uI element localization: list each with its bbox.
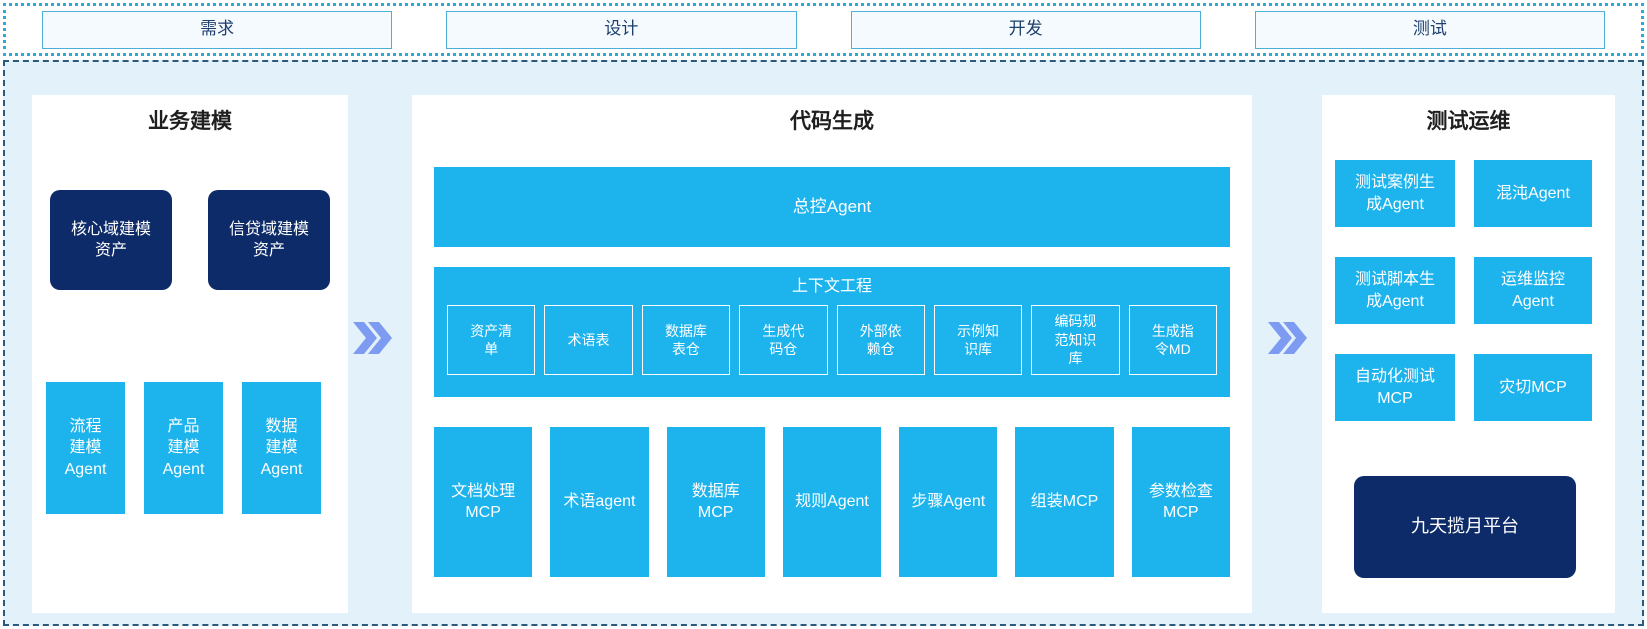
phase-label: 需求 (200, 19, 235, 39)
phase-strip: 需求 设计 开发 测试 (3, 3, 1644, 56)
phase-label: 测试 (1412, 19, 1447, 39)
phase-label: 开发 (1008, 19, 1043, 39)
terminology-agent-box: 术语agent (550, 427, 649, 577)
test-operations-title: 测试运维 (1426, 110, 1511, 133)
box-label: 数据库 MCP (691, 482, 740, 521)
parameter-check-mcp-box: 参数检查 MCP (1131, 427, 1230, 577)
box-label: 测试案例生 成Agent (1354, 174, 1435, 213)
phase-box-requirements: 需求 (42, 10, 393, 49)
test-script-generation-agent-box: 测试脚本生 成Agent (1335, 257, 1455, 324)
asset-list-box: 资产清 单 (447, 305, 536, 376)
box-label: 九天揽月平台 (1411, 516, 1519, 537)
box-label: 混沌Agent (1496, 184, 1570, 202)
box-label: 参数检查 MCP (1148, 482, 1213, 521)
phase-label: 设计 (604, 19, 639, 39)
phase-box-development: 开发 (850, 10, 1201, 49)
business-modeling-title: 业务建模 (148, 110, 232, 133)
double-chevron-right-icon (353, 322, 392, 354)
coding-standard-knowledge-base-box: 编码规 范知识 库 (1031, 305, 1120, 376)
panel-code-generation: 代码生成 总控Agent 上下文工程 资产清 单 术语表 数据库 表仓 (412, 95, 1252, 613)
box-label: 运维监控 Agent (1500, 271, 1565, 310)
box-label: 规则Agent (795, 493, 869, 511)
database-mcp-box: 数据库 MCP (666, 427, 765, 577)
box-label: 外部依 赖仓 (859, 322, 902, 358)
double-chevron-right-icon (1268, 322, 1307, 354)
jiutian-lanyue-platform-box: 九天揽月平台 (1354, 476, 1576, 578)
assembly-mcp-box: 组装MCP (1015, 427, 1114, 577)
panel-test-operations: 测试运维 测试案例生 成Agent 混沌Agent 测试脚本生 成Agent 运… (1322, 95, 1615, 613)
automated-testing-mcp-box: 自动化测试 MCP (1335, 354, 1455, 421)
external-dependency-repo-box: 外部依 赖仓 (836, 305, 925, 376)
box-label: 产品 建模 Agent (162, 418, 205, 478)
core-domain-assets-box: 核心域建模 资产 (50, 190, 172, 290)
master-control-agent-bar: 总控Agent (434, 167, 1230, 247)
context-item-row: 资产清 单 术语表 数据库 表仓 生成代 码仓 外部依 赖仓 (434, 297, 1230, 376)
rule-agent-box: 规则Agent (782, 427, 882, 577)
box-label: 编码规 范知识 库 (1054, 313, 1097, 367)
phase-box-design: 设计 (446, 10, 797, 49)
business-agent-row: 流程 建模 Agent 产品 建模 Agent 数据 建模 Agent (46, 382, 321, 514)
box-label: 术语agent (563, 493, 636, 511)
context-engineering-section: 上下文工程 资产清 单 术语表 数据库 表仓 生成代 码仓 外部 (434, 267, 1230, 397)
box-label: 测试脚本生 成Agent (1354, 271, 1435, 310)
box-label: 资产清 单 (470, 322, 513, 358)
box-label: 组装MCP (1030, 493, 1099, 511)
ops-monitoring-agent-box: 运维监控 Agent (1474, 257, 1592, 324)
product-modeling-agent-box: 产品 建模 Agent (144, 382, 223, 514)
step-agent-box: 步骤Agent (899, 427, 998, 577)
main-band: 业务建模 核心域建模 资产 信贷域建模 资产 流程 建模 Agent 产品 建模… (3, 60, 1644, 626)
tool-row: 文档处理 MCP 术语agent 数据库 MCP 规则Agent 步骤Agent… (434, 427, 1230, 577)
box-label: 核心域建模 资产 (70, 220, 151, 259)
box-label: 数据 建模 Agent (260, 418, 303, 478)
business-asset-row: 核心域建模 资产 信贷域建模 资产 (50, 190, 330, 290)
box-label: 总控Agent (792, 196, 872, 216)
code-generation-title: 代码生成 (790, 110, 874, 133)
panel-business-modeling: 业务建模 核心域建模 资产 信贷域建模 资产 流程 建模 Agent 产品 建模… (32, 95, 348, 613)
generation-instruction-md-box: 生成指 令MD (1128, 305, 1217, 376)
glossary-box: 术语表 (544, 305, 633, 376)
box-label: 术语表 (567, 331, 610, 348)
credit-domain-assets-box: 信贷域建模 资产 (208, 190, 330, 290)
process-modeling-agent-box: 流程 建模 Agent (46, 382, 125, 514)
test-case-generation-agent-box: 测试案例生 成Agent (1335, 160, 1455, 227)
box-label: 文档处理 MCP (451, 482, 516, 521)
box-label: 自动化测试 MCP (1354, 368, 1435, 407)
test-operations-grid: 测试案例生 成Agent 混沌Agent 测试脚本生 成Agent 运维监控 A… (1335, 160, 1592, 421)
context-engineering-title: 上下文工程 (791, 278, 872, 295)
box-label: 灾切MCP (1499, 378, 1567, 396)
box-label: 生成指 令MD (1151, 322, 1194, 358)
box-label: 信贷域建模 资产 (228, 220, 309, 259)
box-label: 生成代 码仓 (762, 322, 805, 358)
chaos-agent-box: 混沌Agent (1474, 160, 1592, 227)
database-table-repo-box: 数据库 表仓 (641, 305, 731, 376)
box-label: 示例知 识库 (957, 322, 1000, 358)
generated-code-repo-box: 生成代 码仓 (739, 305, 828, 376)
box-label: 步骤Agent (911, 493, 986, 511)
phase-box-testing: 测试 (1254, 10, 1605, 49)
data-modeling-agent-box: 数据 建模 Agent (242, 382, 321, 514)
document-processing-mcp-box: 文档处理 MCP (434, 427, 533, 577)
box-label: 数据库 表仓 (664, 322, 707, 358)
box-label: 流程 建模 Agent (64, 418, 107, 478)
disaster-switch-mcp-box: 灾切MCP (1474, 354, 1592, 421)
example-knowledge-base-box: 示例知 识库 (933, 305, 1023, 376)
